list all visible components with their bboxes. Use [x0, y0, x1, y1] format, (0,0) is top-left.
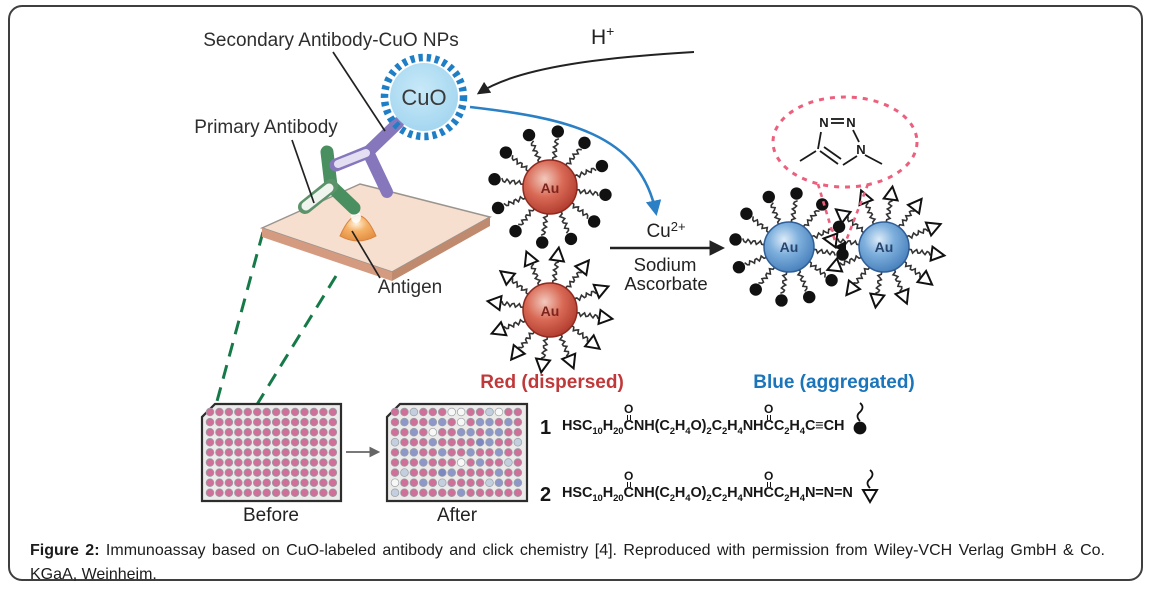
- red-dispersed-label: Red (dispersed): [480, 372, 624, 393]
- figure-border: [8, 5, 1143, 581]
- secondary-antibody-shape: [329, 117, 404, 198]
- proton-sup: +: [606, 23, 614, 39]
- primary-antibody-shape: [298, 145, 361, 215]
- figure-caption-label: Figure 2:: [30, 542, 100, 559]
- triazole-n1: N: [856, 142, 865, 157]
- red-au-nanoparticle-azide: [485, 245, 615, 375]
- triazole-structure: [799, 118, 883, 166]
- substrate-plate: [259, 183, 493, 281]
- secondary-antibody-pointer: [332, 51, 386, 132]
- after-plate-wells: [390, 407, 523, 498]
- antigen-shape: [339, 211, 377, 242]
- cuo-nanoparticle: CuO: [380, 53, 468, 141]
- blue-au-nanoparticle-azide: [821, 184, 947, 310]
- au-label: Au: [541, 180, 560, 196]
- red-au-nanoparticle-alkyne: [488, 125, 612, 249]
- antigen-label: Antigen: [378, 277, 442, 298]
- formula-2-number: 2: [540, 484, 552, 506]
- blue-au-nanoparticle-alkyne: [729, 187, 849, 307]
- alkyne-terminal-icon: [851, 401, 869, 437]
- figure-caption: Figure 2: Immunoassay based on CuO-label…: [30, 539, 1105, 587]
- cuo-label: CuO: [401, 85, 446, 110]
- copper-base: Cu: [646, 221, 670, 242]
- primary-antibody-pointer: [291, 139, 315, 204]
- copper-ion-label: Cu2+: [646, 219, 685, 242]
- au-label: Au: [875, 239, 894, 255]
- before-plate-wells: [205, 407, 338, 498]
- au-label: Au: [541, 303, 560, 319]
- primary-antibody-label: Primary Antibody: [194, 117, 338, 138]
- triazole-n2: N: [846, 115, 855, 130]
- azide-terminal-icon: [860, 468, 880, 504]
- au-label: Au: [780, 239, 799, 255]
- proton-arrow: [476, 51, 695, 95]
- antigen-pointer: [351, 230, 381, 279]
- blue-aggregated-label: Blue (aggregated): [753, 372, 915, 393]
- reagent-line2: Ascorbate: [624, 273, 707, 294]
- reagent-line1: Sodium: [634, 254, 697, 275]
- before-label: Before: [243, 505, 299, 526]
- click-junction-triangle: [834, 241, 846, 253]
- formula-1-number: 1: [540, 417, 552, 439]
- copper-release-arrow: [469, 105, 662, 217]
- after-label: After: [437, 505, 478, 526]
- triazole-bubble: N N N: [771, 95, 919, 242]
- triazole-n3: N: [819, 115, 828, 130]
- figure-caption-text: Immunoassay based on CuO-labeled antibod…: [30, 542, 1106, 583]
- copper-sup: 2+: [671, 219, 686, 234]
- before-plate: [200, 402, 343, 503]
- after-plate: [385, 402, 529, 503]
- secondary-antibody-label: Secondary Antibody-CuO NPs: [203, 30, 459, 51]
- label-pointer-lines: [291, 51, 386, 279]
- proton-label: H+: [591, 23, 614, 49]
- proton-base: H: [591, 26, 606, 49]
